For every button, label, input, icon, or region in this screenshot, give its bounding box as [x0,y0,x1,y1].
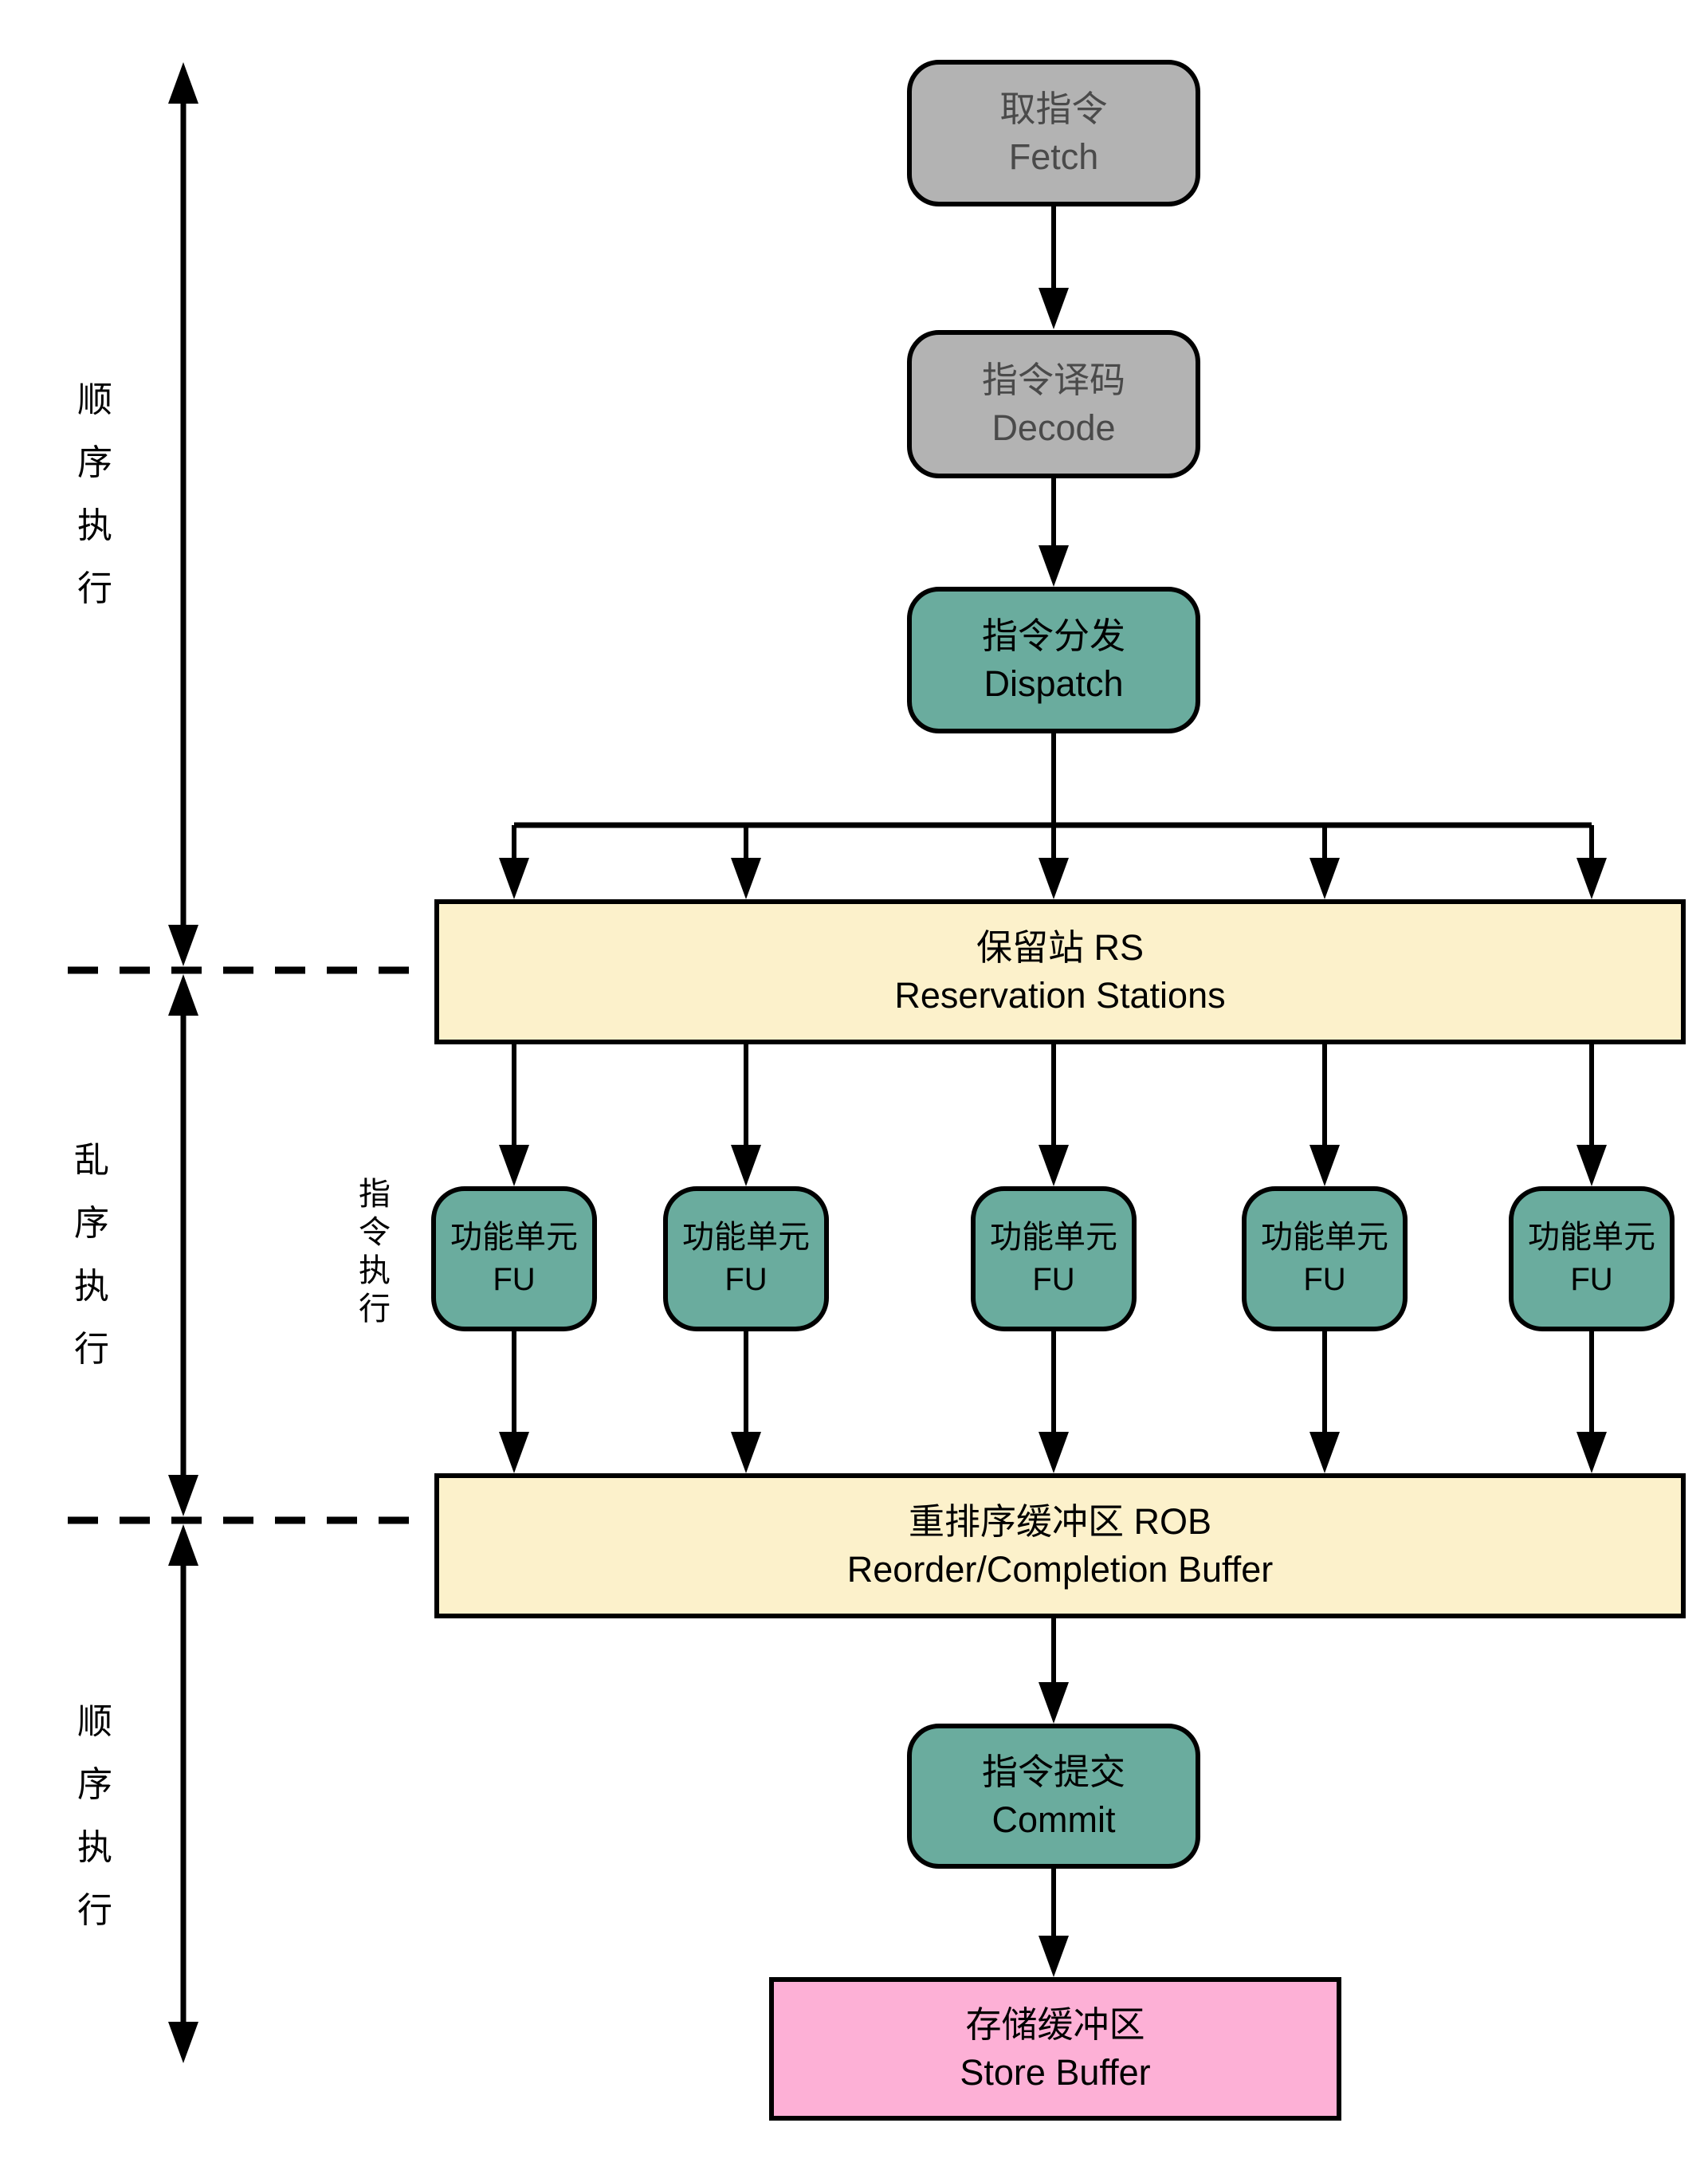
lane-char: 顺 [77,1702,112,1741]
arrowhead-rs-to-fu-1 [499,1145,529,1186]
fu-2-label-en: FU [724,1262,768,1297]
arrowhead-fu-2-to-rob [731,1432,761,1473]
fu-5-label-zh: 功能单元 [1528,1219,1655,1255]
lane-char: 执 [77,1828,112,1867]
fetch-node: 取指令 Fetch [907,60,1200,206]
reservation-stations-node: 保留站 RS Reservation Stations [434,899,1686,1044]
commit-label-en: Commit [991,1799,1116,1840]
fu-4-label-en: FU [1303,1262,1346,1297]
lane-char: 序 [77,443,112,482]
dispatch-node: 指令分发 Dispatch [907,587,1200,733]
rs-label-en: Reservation Stations [894,975,1226,1016]
dispatch-label-en: Dispatch [984,663,1124,704]
lane-char: 乱 [74,1141,109,1180]
lane-label-inorder-top: 顺 序 执 行 [63,368,127,620]
lane-char: 行 [77,569,112,608]
lane-char: 序 [74,1204,109,1243]
decode-label-en: Decode [991,407,1116,448]
decode-label-zh: 指令译码 [981,360,1125,401]
arrowhead-rs-to-fu-2 [731,1145,761,1186]
fu-4-label-zh: 功能单元 [1261,1219,1388,1255]
fu-3-label-en: FU [1032,1262,1075,1297]
lane-char: 行 [359,1292,391,1327]
lane-char: 执 [74,1267,109,1306]
rail-bottom-down-arrowhead [168,2022,198,2063]
arrowhead-bus-to-rs-2 [731,858,761,899]
lane-char: 执 [359,1253,391,1288]
arrowhead-fu-4-to-rob [1309,1432,1340,1473]
arrowhead-decode-to-dispatch [1039,545,1069,587]
fu-row-side-label-instruction-execute: 指 令 执 行 [355,1175,394,1328]
store-buffer-label-en: Store Buffer [960,2052,1151,2093]
decode-node: 指令译码 Decode [907,330,1200,478]
fu-1-label-en: FU [493,1262,536,1297]
rail-top-down-arrowhead [168,925,198,966]
fu-node-3: 功能单元 FU [971,1186,1137,1331]
arrowhead-rob-to-commit [1039,1682,1069,1724]
reorder-buffer-node: 重排序缓冲区 ROB Reorder/Completion Buffer [434,1473,1686,1618]
commit-label-zh: 指令提交 [981,1751,1125,1793]
fu-node-2: 功能单元 FU [663,1186,829,1331]
fu-1-label-zh: 功能单元 [450,1219,578,1255]
rs-label-zh: 保留站 RS [976,927,1144,969]
fu-node-4: 功能单元 FU [1242,1186,1408,1331]
lane-char: 序 [77,1765,112,1804]
arrowhead-commit-to-store [1039,1936,1069,1977]
dispatch-label-zh: 指令分发 [981,615,1125,657]
lane-char: 顺 [77,380,112,419]
fu-node-1: 功能单元 FU [431,1186,597,1331]
lane-char: 行 [77,1891,112,1930]
arrowhead-bus-to-rs-3 [1039,858,1069,899]
commit-node: 指令提交 Commit [907,1724,1200,1869]
arrowhead-fu-5-to-rob [1576,1432,1607,1473]
arrowhead-rs-to-fu-5 [1576,1145,1607,1186]
fu-2-label-zh: 功能单元 [682,1219,810,1255]
store-buffer-label-zh: 存储缓冲区 [965,2004,1145,2046]
fu-3-label-zh: 功能单元 [990,1219,1117,1255]
arrowhead-fetch-to-decode [1039,288,1069,329]
lane-char: 令 [359,1215,391,1250]
lane-label-inorder-bottom: 顺 序 执 行 [63,1690,127,1942]
arrowhead-fu-3-to-rob [1039,1432,1069,1473]
lane-char: 指 [359,1177,391,1212]
store-buffer-node: 存储缓冲区 Store Buffer [769,1977,1341,2121]
fetch-label-en: Fetch [1008,136,1099,177]
rail-bottom-up-arrowhead [168,1524,198,1566]
rail-middle-down-arrowhead [168,1475,198,1516]
fetch-label-zh: 取指令 [999,88,1108,130]
arrowhead-rs-to-fu-3 [1039,1145,1069,1186]
rob-label-en: Reorder/Completion Buffer [846,1549,1274,1590]
lane-char: 行 [74,1330,109,1369]
arrowhead-rs-to-fu-4 [1309,1145,1340,1186]
lane-label-out-of-order: 乱 序 执 行 [60,1129,124,1381]
rail-top-up-arrowhead [168,62,198,104]
lane-char: 执 [77,506,112,545]
fu-5-label-en: FU [1570,1262,1613,1297]
arrowhead-bus-to-rs-4 [1309,858,1340,899]
arrowhead-bus-to-rs-1 [499,858,529,899]
arrowhead-bus-to-rs-5 [1576,858,1607,899]
arrowhead-fu-1-to-rob [499,1432,529,1473]
rail-middle-up-arrowhead [168,974,198,1016]
fu-node-5: 功能单元 FU [1509,1186,1675,1331]
rob-label-zh: 重排序缓冲区 ROB [908,1501,1212,1543]
